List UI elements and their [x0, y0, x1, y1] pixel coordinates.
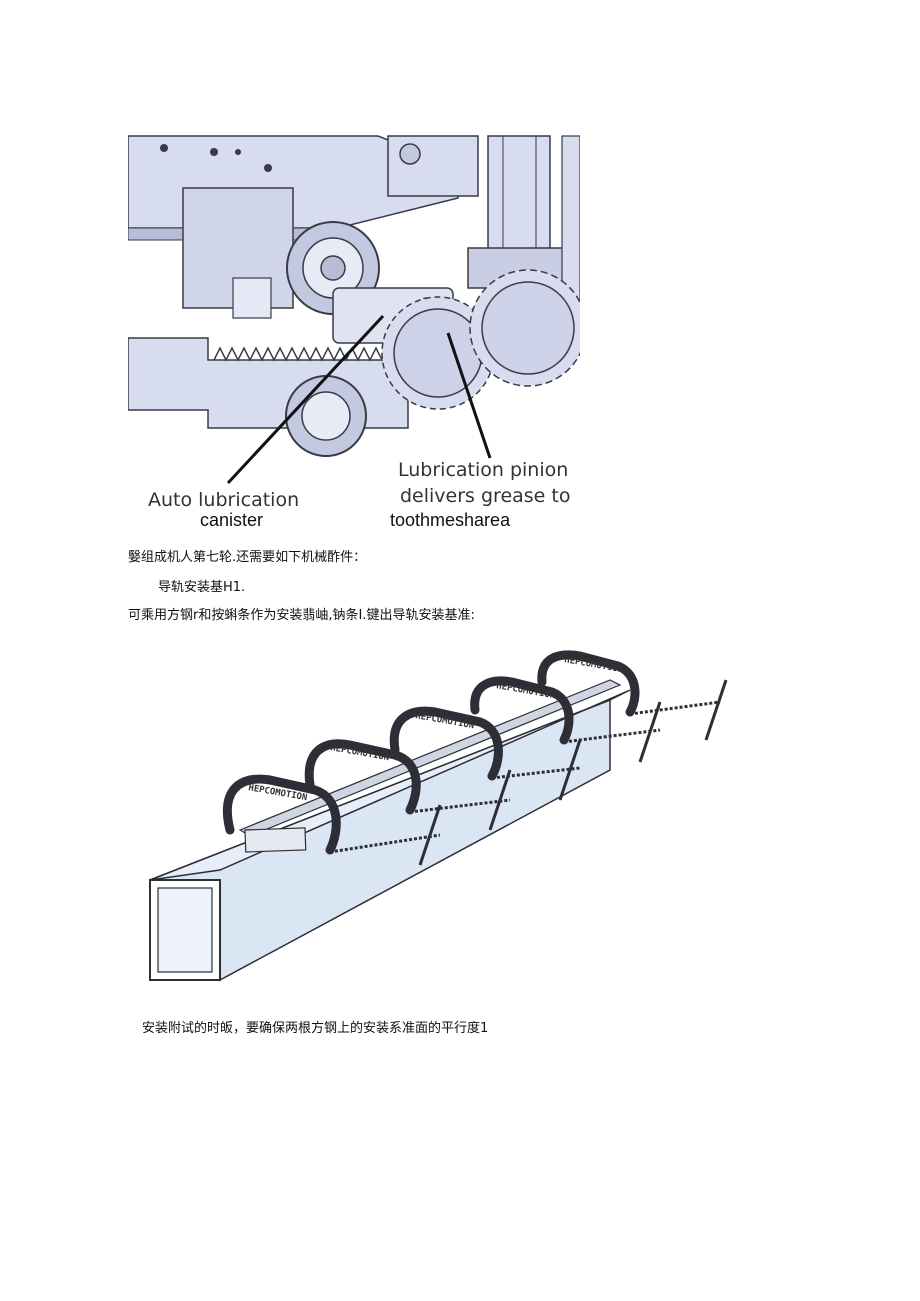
- c-clamp: [304, 739, 512, 831]
- drive-pinion: [469, 269, 580, 387]
- clamp-installation-diagram: HEPCOMOTION HEPCOMOTION HEPCOMOTION HEPC…: [149, 650, 728, 981]
- c-clamp: [470, 676, 662, 763]
- c-clamp: [389, 706, 582, 801]
- lubrication-diagram: Auto lubrication canister Lubrication pi…: [128, 135, 580, 528]
- paragraph-square-steel-reference: 可乘用方钢r和按蝌条作为安装翡岫,钠条I.键出导轨安装基准:: [128, 608, 475, 623]
- c-clamp: [222, 774, 442, 866]
- paragraph-mechanical-parts: 嫛组成机人第七轮.还需要如下机械酢件：: [128, 550, 367, 565]
- label-delivers-grease: delivers grease to: [400, 485, 570, 507]
- paragraph-parallelism-note: 安装附试的时皈，要确保两根方钢上的安装系准面的平行度1: [142, 1021, 489, 1036]
- leader-line-pinion: [446, 332, 492, 459]
- label-canister: canister: [200, 510, 263, 528]
- leader-line-canister: [226, 314, 385, 485]
- c-clamp: [537, 650, 728, 741]
- label-lubrication-pinion: Lubrication pinion: [398, 459, 568, 481]
- label-auto-lubrication: Auto lubrication: [148, 489, 299, 511]
- label-tooth-mesh-area: toothmesharea: [390, 510, 511, 528]
- heading-rail-mounting-base: 导轨安装基H1.: [158, 580, 246, 595]
